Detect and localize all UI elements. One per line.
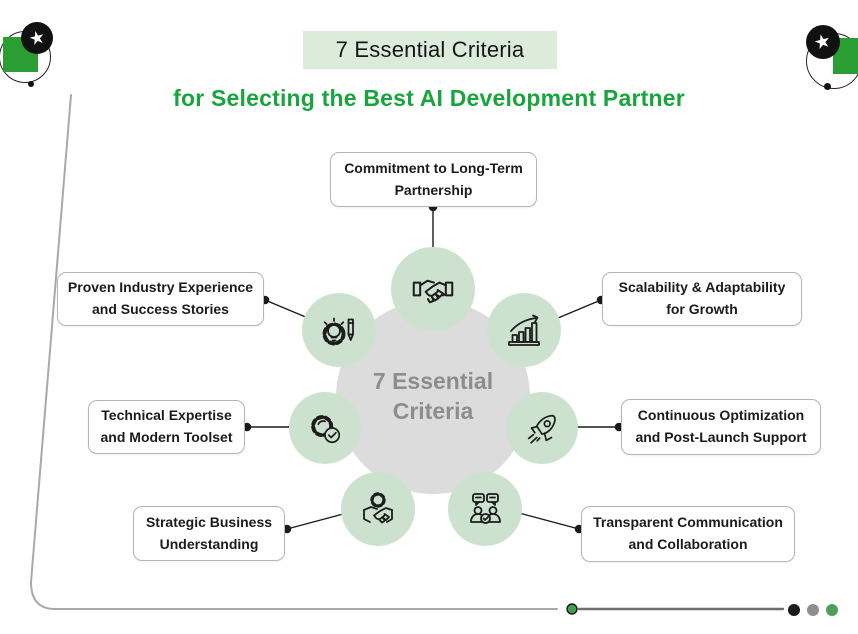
frame-line bbox=[29, 94, 558, 610]
rocket-icon bbox=[527, 414, 556, 444]
connectors bbox=[242, 202, 624, 534]
label-strategic-understanding: Strategic Business Understanding bbox=[133, 506, 285, 561]
node-proven-experience bbox=[302, 293, 376, 367]
center-label: 7 Essential Criteria bbox=[372, 368, 494, 424]
node-transparent-communication bbox=[448, 472, 522, 546]
node-scalability bbox=[487, 293, 561, 367]
star-icon: ★ bbox=[806, 25, 840, 59]
handshake-gear-icon bbox=[363, 492, 393, 524]
node-continuous-optimization bbox=[506, 392, 578, 464]
page-subtitle: for Selecting the Best AI Development Pa… bbox=[173, 85, 685, 111]
idea-gear-pencil-icon bbox=[322, 317, 354, 346]
gear-check-icon bbox=[311, 415, 341, 444]
label-continuous-optimization: Continuous Optimization and Post-Launch … bbox=[621, 399, 821, 455]
label-technical-expertise: Technical Expertise and Modern Toolset bbox=[88, 400, 245, 454]
pagination-dot-1 bbox=[788, 604, 800, 616]
node-commitment bbox=[391, 247, 475, 331]
pagination-dot-3 bbox=[826, 604, 838, 616]
node-strategic-understanding bbox=[341, 472, 415, 546]
label-scalability: Scalability & Adaptability for Growth bbox=[602, 272, 802, 326]
growth-chart-icon bbox=[508, 314, 540, 346]
decoration-dot bbox=[824, 83, 831, 90]
page-title: 7 Essential Criteria bbox=[303, 31, 557, 69]
handshake-icon bbox=[412, 279, 454, 304]
decoration-dot bbox=[28, 81, 34, 87]
label-commitment: Commitment to Long-Term Partnership bbox=[330, 152, 537, 207]
star-icon: ★ bbox=[21, 22, 53, 54]
label-proven-experience: Proven Industry Experience and Success S… bbox=[57, 272, 264, 326]
people-chat-icon bbox=[470, 493, 501, 524]
pagination-dot-2 bbox=[807, 604, 819, 616]
node-technical-expertise bbox=[289, 392, 361, 464]
footer-marker-dot bbox=[566, 603, 578, 615]
label-transparent-communication: Transparent Communication and Collaborat… bbox=[581, 506, 795, 562]
